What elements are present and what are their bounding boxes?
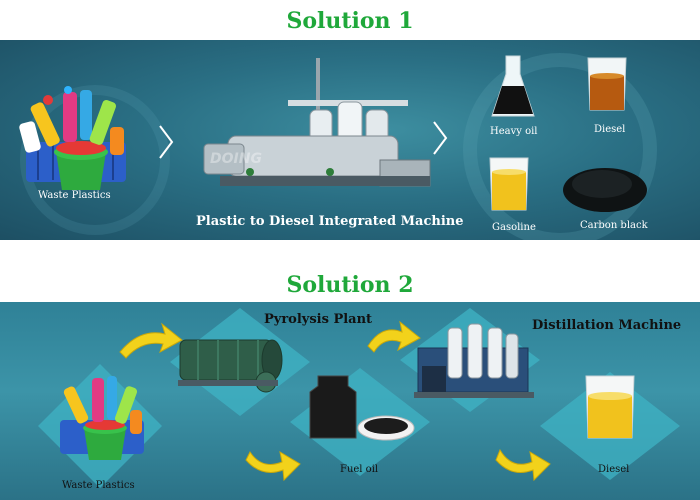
pyrolysis-reactor-image: [178, 339, 283, 393]
waste-plastics-image: [19, 86, 126, 190]
machine-label: Plastic to Diesel Integrated Machine: [196, 214, 464, 229]
solution1-waste-label: Waste Plastics: [38, 190, 111, 201]
solution1-title: Solution 1: [286, 8, 414, 34]
diesel-beaker-image: [587, 57, 627, 111]
arrow-2: [245, 450, 301, 482]
solution2-panel: Waste Plastics Pyrolysis Plant Fuel oil …: [0, 302, 700, 500]
product-heavy-oil-label: Heavy oil: [490, 126, 538, 137]
carbon-black-pile-image: [563, 168, 647, 212]
fuel-oil-label: Fuel oil: [340, 464, 379, 475]
solution2-waste-label: Waste Plastics: [62, 480, 135, 491]
watermark-text: DOING: [210, 151, 262, 167]
integrated-machine-image: DOING: [203, 58, 431, 187]
solution1-panel: Waste Plastics DOING Plastic to Diesel I…: [0, 40, 700, 240]
solution1-background: [20, 53, 657, 240]
arrow-4: [495, 448, 551, 482]
distillation-label: Distillation Machine: [532, 318, 682, 333]
distillation-machine-image: [414, 323, 534, 398]
fuel-oil-image: [309, 375, 415, 441]
gasoline-beaker-image: [489, 157, 529, 211]
chevron-right-icon: [433, 121, 448, 155]
product-diesel-label: Diesel: [594, 124, 626, 135]
chevron-right-icon: [159, 125, 174, 159]
waste-plastics-image: [60, 376, 144, 460]
diesel-label: Diesel: [598, 464, 630, 475]
pyrolysis-label: Pyrolysis Plant: [264, 312, 373, 327]
solution2-title: Solution 2: [286, 272, 414, 298]
product-gasoline-label: Gasoline: [492, 222, 536, 233]
heavy-oil-flask-image: [491, 55, 535, 117]
arrow-3: [367, 320, 421, 353]
product-carbon-black-label: Carbon black: [580, 220, 648, 231]
arrow-1: [119, 322, 183, 359]
diesel-beaker-image: [585, 375, 635, 439]
